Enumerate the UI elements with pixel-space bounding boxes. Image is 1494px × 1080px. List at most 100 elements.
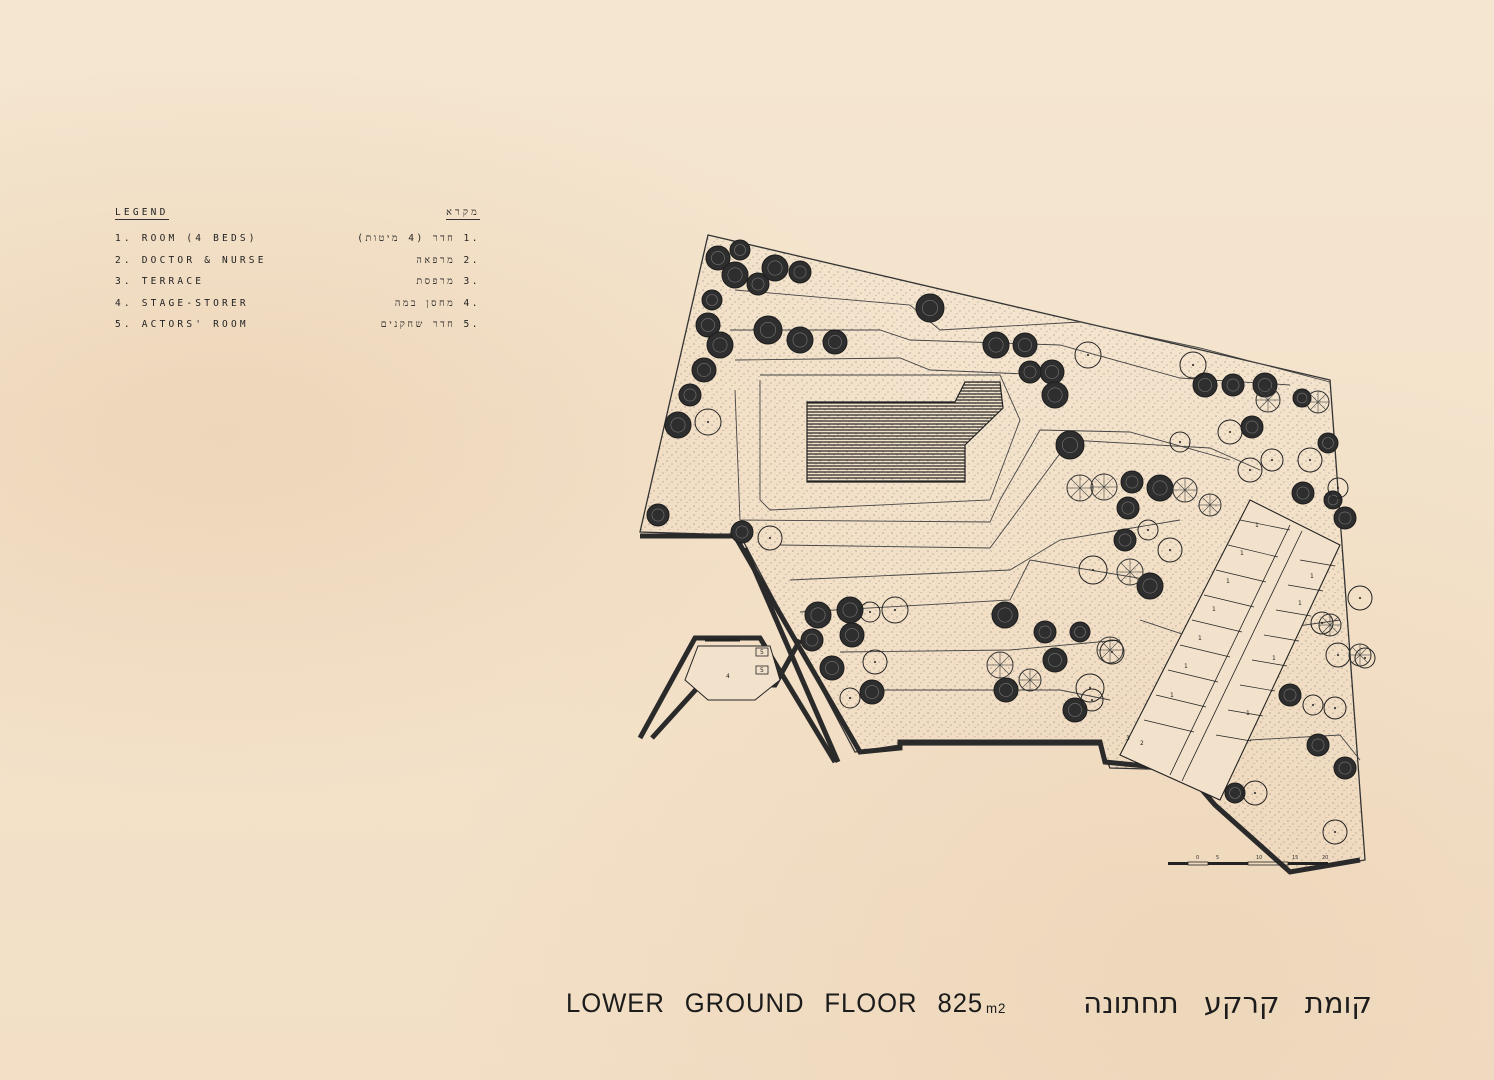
tree-symbol (646, 503, 670, 527)
tree-symbol (1090, 698, 1094, 702)
tree-symbol (793, 265, 807, 279)
tree-symbol (1347, 585, 1373, 611)
tree-symbol (1260, 448, 1284, 472)
tree-symbol (1179, 351, 1207, 379)
tree-symbol (729, 239, 751, 261)
tree-symbol-spoke (1310, 394, 1319, 403)
tree-symbol (1136, 572, 1164, 600)
tree-symbol (1018, 338, 1032, 352)
room-label: 1 (1240, 550, 1244, 557)
tree-symbol (1045, 365, 1059, 379)
tree-symbol (1113, 528, 1137, 552)
tree-symbol (1169, 431, 1191, 453)
tree-symbol-spoke (1329, 617, 1338, 626)
tree-symbol (670, 417, 686, 433)
tree-symbol (694, 408, 722, 436)
tree-symbol (1320, 621, 1324, 625)
tree-symbol (1039, 359, 1065, 385)
tree-symbol (828, 335, 842, 349)
tree-symbol-spoke (1184, 489, 1194, 499)
tree-symbol (825, 661, 839, 675)
room-label: 1 (1298, 600, 1302, 607)
tree-symbol-spoke (1176, 481, 1186, 491)
legend-item-he: .1 חדר (4 מיטות) (357, 233, 480, 244)
tree-symbol (1074, 341, 1102, 369)
tree-symbol (757, 525, 783, 551)
tree-symbol-spoke (999, 664, 1010, 675)
scale-tick-label: 15 (1292, 855, 1298, 861)
tree-symbol-spoke (1267, 391, 1277, 401)
trees (646, 239, 1376, 845)
tree-symbol-spoke (1120, 571, 1131, 582)
legend-header: LEGEND מקרא (115, 207, 480, 223)
tree-symbol-spoke (1359, 647, 1368, 656)
tree-symbol (1240, 415, 1264, 439)
tree-symbol (1062, 436, 1079, 453)
tree-symbol (865, 685, 879, 699)
tree-symbol (868, 610, 872, 614)
legend-item-en: 5. ACTORS' ROOM (115, 319, 249, 330)
tree-symbol (921, 299, 938, 316)
tree-symbol (1118, 533, 1132, 547)
tree-symbol (1120, 470, 1144, 494)
tree-symbol (727, 267, 743, 283)
tree-symbol (1323, 490, 1343, 510)
tree-symbol (991, 601, 1019, 629)
tree-symbol (1229, 787, 1241, 799)
legend-title-en: LEGEND (115, 207, 169, 220)
tree-symbol-spoke (1184, 481, 1194, 491)
tree-symbol (1121, 501, 1135, 515)
tree-symbol (1099, 639, 1125, 665)
tree-symbol (786, 326, 814, 354)
tree-symbol (706, 420, 710, 424)
tree-symbol (1248, 468, 1252, 472)
room-label: 1 (1255, 522, 1259, 529)
tree-symbol (1333, 830, 1337, 834)
tree-symbol-spoke (1359, 654, 1368, 663)
tree-symbol (695, 312, 721, 338)
tree-symbol (1217, 419, 1243, 445)
tree-symbol (1047, 387, 1063, 403)
tree-symbol (993, 677, 1019, 703)
tree-symbol-spoke (1100, 649, 1111, 660)
tree-symbol (1354, 647, 1376, 669)
tree-symbol (1317, 432, 1339, 454)
tree-symbol (1168, 548, 1172, 552)
tree-symbol (1291, 481, 1315, 505)
tree-symbol (734, 244, 746, 256)
tree-symbol (1338, 761, 1352, 775)
tree-symbol (1074, 626, 1086, 638)
tree-symbol (1322, 437, 1334, 449)
tree-symbol (697, 363, 711, 377)
tree-symbol-spoke (1129, 571, 1140, 582)
tree-symbol (711, 251, 725, 265)
tree-symbol-spoke (999, 655, 1010, 666)
plan-title-he: קומת קרקע תחתונה (1083, 986, 1372, 1020)
tree-symbol (1221, 373, 1245, 397)
tree-symbol (859, 601, 881, 623)
tree-symbol (1245, 420, 1259, 434)
tree-symbol (1142, 578, 1158, 594)
legend-item-en: 1. ROOM (4 BEDS) (115, 233, 258, 244)
tree-symbol (706, 331, 734, 359)
tree-symbol-spoke (1176, 489, 1186, 499)
tree-symbol (1146, 474, 1174, 502)
tree-symbol (873, 660, 877, 664)
tree-symbol (1306, 733, 1330, 757)
room-label: 1 (1170, 692, 1174, 699)
tree-symbol (1323, 696, 1347, 720)
tree-symbol-spoke (1209, 504, 1218, 513)
tree-symbol (1322, 819, 1348, 845)
tree-symbol-spoke (1317, 394, 1326, 403)
tree-symbol (1327, 477, 1349, 499)
tree-symbol (1253, 791, 1257, 795)
tree-symbol (1308, 458, 1312, 462)
tree-symbol-spoke (1029, 679, 1038, 688)
tree-symbol (753, 315, 783, 345)
tree-symbol (1062, 697, 1088, 723)
tree-symbol (721, 261, 749, 289)
tree-symbol (822, 329, 848, 355)
tree-symbol (804, 601, 832, 629)
tree-symbol (819, 655, 845, 681)
